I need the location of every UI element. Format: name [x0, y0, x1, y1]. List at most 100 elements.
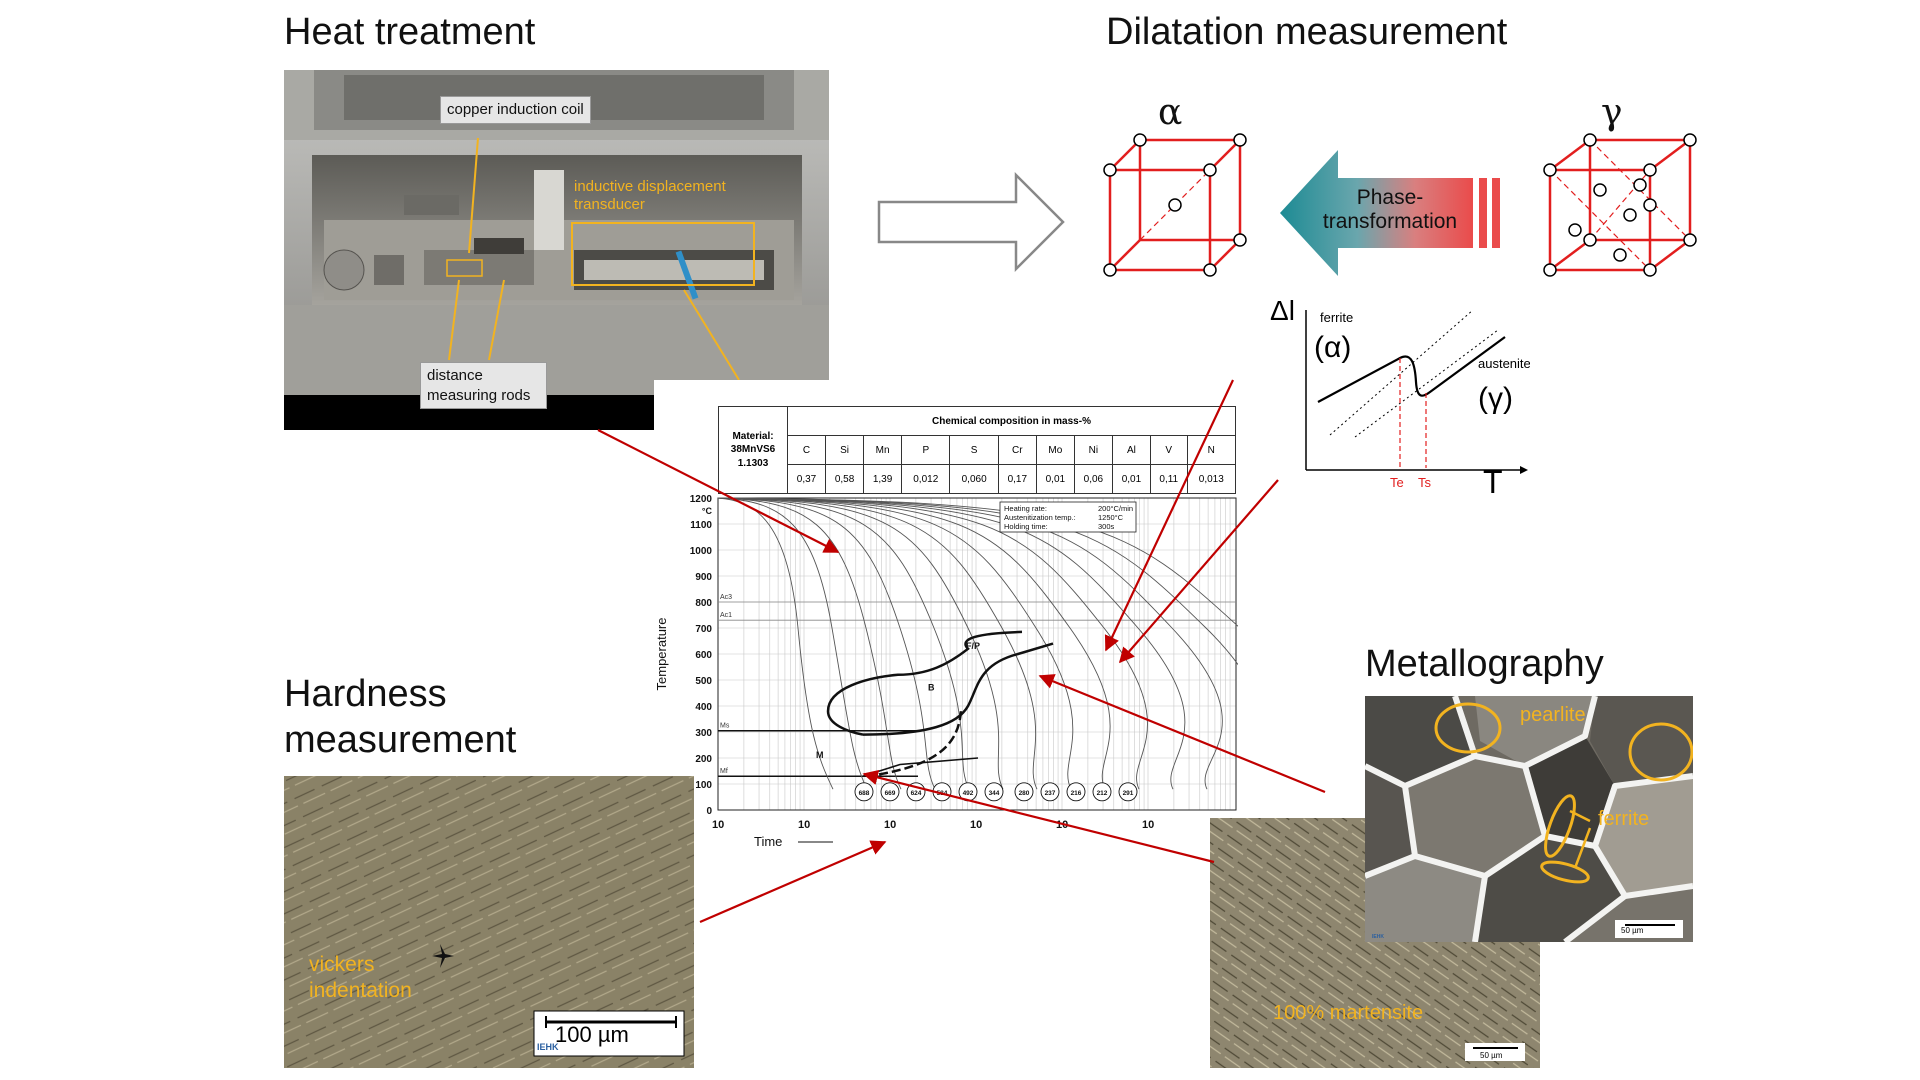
reference-line-label: Mf	[720, 768, 728, 775]
cooling-curve	[717, 497, 902, 790]
ts-label: Ts	[1418, 475, 1432, 490]
vickers-label: vickers indentation	[309, 953, 412, 1003]
transducer-label: inductive displacement transducer	[574, 178, 726, 213]
hardness-title: Hardness measurement	[284, 673, 517, 761]
hardness-value: 624	[911, 790, 922, 797]
material-cell: Material: 38MnVS6 1.1303	[718, 406, 788, 494]
x-tick-label: 10	[798, 819, 810, 831]
pearlite-label: pearlite	[1520, 704, 1586, 726]
y-tick-label: 900	[695, 572, 712, 583]
y-tick-label: 0	[706, 806, 712, 817]
heat-treatment-title: Heat treatment	[284, 11, 536, 53]
indentation-mark	[432, 944, 454, 968]
y-tick-label: 500	[695, 676, 712, 687]
martensite-boundary	[867, 711, 963, 778]
region-label-m: M	[816, 750, 824, 760]
bcc-lattice	[1103, 133, 1247, 277]
martensite-label: 100% martensite	[1273, 1002, 1424, 1024]
hardness-value: 280	[1019, 790, 1030, 797]
y-tick-label: 1200	[690, 494, 713, 505]
austenite-text: austenite	[1478, 356, 1530, 371]
x-tick-label: 10	[884, 819, 896, 831]
y-tick-label: 700	[695, 624, 712, 635]
phase-transformation-arrow	[1280, 150, 1500, 276]
graph-ylabel: Δl	[1270, 295, 1295, 326]
dilatation-graph: Δl T ferrite (α) austenite (γ) Te Ts	[1270, 295, 1530, 500]
bainite-boundary	[862, 642, 1054, 736]
cooling-curve	[717, 497, 1004, 790]
hardness-value: 688	[859, 790, 870, 797]
hardness-value: 237	[1045, 790, 1056, 797]
fcc-lattice	[1543, 133, 1697, 277]
iehk-logo: IEHK	[537, 1042, 559, 1052]
cooling-curve	[717, 497, 970, 790]
cct-diagram: Material: 38MnVS6 1.1303 Chemical compos…	[654, 380, 1238, 910]
dilatometer-illustration	[284, 70, 829, 430]
hardness-photo	[284, 776, 694, 1068]
te-label: Te	[1390, 475, 1404, 490]
reference-line-label: Ms	[720, 723, 730, 730]
reference-line-label: Ac1	[720, 612, 732, 619]
y-tick-label: 1100	[690, 520, 712, 531]
cooling-curve	[717, 497, 1074, 790]
info-value: 1250°C	[1098, 513, 1124, 522]
y-unit-label: °C	[702, 506, 713, 516]
cooling-curve	[717, 497, 868, 790]
dilatation-title: Dilatation measurement	[1106, 11, 1508, 53]
cooling-curve	[717, 497, 1038, 790]
y-tick-label: 1000	[690, 546, 713, 557]
metallography-title: Metallography	[1365, 643, 1604, 685]
info-label: Heating rate:	[1004, 504, 1047, 513]
y-tick-label: 300	[695, 728, 712, 739]
cooling-curve	[717, 497, 1148, 790]
hardness-value: 291	[1123, 790, 1134, 797]
info-label: Holding time:	[1004, 522, 1048, 531]
x-axis-label: Time	[754, 834, 782, 849]
ferrite-symbol: (α)	[1314, 331, 1351, 364]
composition-title: Chemical composition in mass-%	[787, 406, 1236, 436]
coil-label: copper induction coil	[440, 96, 591, 124]
hardness-value: 669	[885, 790, 896, 797]
ferrite-pearlite-texture: IEHK	[1365, 696, 1693, 942]
hardness-value: 216	[1071, 790, 1082, 797]
y-tick-label: 400	[695, 702, 712, 713]
cooling-curve	[717, 497, 1186, 790]
y-tick-label: 600	[695, 650, 712, 661]
scale-box	[533, 1010, 685, 1057]
composition-table: Material: 38MnVS6 1.1303 Chemical compos…	[718, 406, 1237, 494]
hardness-value: 212	[1097, 790, 1108, 797]
x-tick-label: 10	[1142, 819, 1154, 831]
hardness-value: 492	[963, 790, 974, 797]
cooling-curve	[717, 497, 834, 790]
cct-plot: 1200110010009008007006005004003002001000…	[654, 494, 1238, 849]
hardness-value: 344	[989, 790, 1000, 797]
y-tick-label: 100	[695, 780, 712, 791]
rods-label: distance measuring rods	[420, 362, 547, 409]
ferrite-label: ferrite	[1598, 808, 1650, 830]
metallo-logo: IEHK	[1372, 934, 1384, 940]
hardness-value: 584	[937, 790, 948, 797]
martensite-scale-text: 50 µm	[1480, 1051, 1503, 1060]
phase-transformation-label: Phase- transformation	[1322, 186, 1458, 234]
region-label-fp: F/P	[966, 641, 980, 651]
x-tick-label: 10	[712, 819, 724, 831]
x-tick-label: 10	[970, 819, 982, 831]
info-value: 300s	[1098, 522, 1115, 531]
y-axis-label: Temperature	[654, 618, 669, 691]
alpha-symbol: α	[1158, 92, 1183, 133]
y-tick-label: 200	[695, 754, 712, 765]
hardness-scale-text: 100 µm	[555, 1022, 629, 1047]
x-tick-label: 10	[1056, 819, 1068, 831]
cooling-curve	[717, 497, 936, 790]
info-value: 200°C/min	[1098, 504, 1133, 513]
graph-xlabel: T	[1483, 464, 1503, 500]
hardness-texture	[284, 776, 694, 1068]
info-label: Austenitization temp.:	[1004, 513, 1076, 522]
ferrite-pearlite-scale-text: 50 µm	[1621, 926, 1644, 935]
hollow-arrow	[877, 172, 1065, 272]
reference-line-label: Ac3	[720, 594, 732, 601]
gamma-symbol: γ	[1601, 92, 1623, 133]
ferrite-text: ferrite	[1320, 310, 1353, 325]
y-tick-label: 800	[695, 598, 712, 609]
